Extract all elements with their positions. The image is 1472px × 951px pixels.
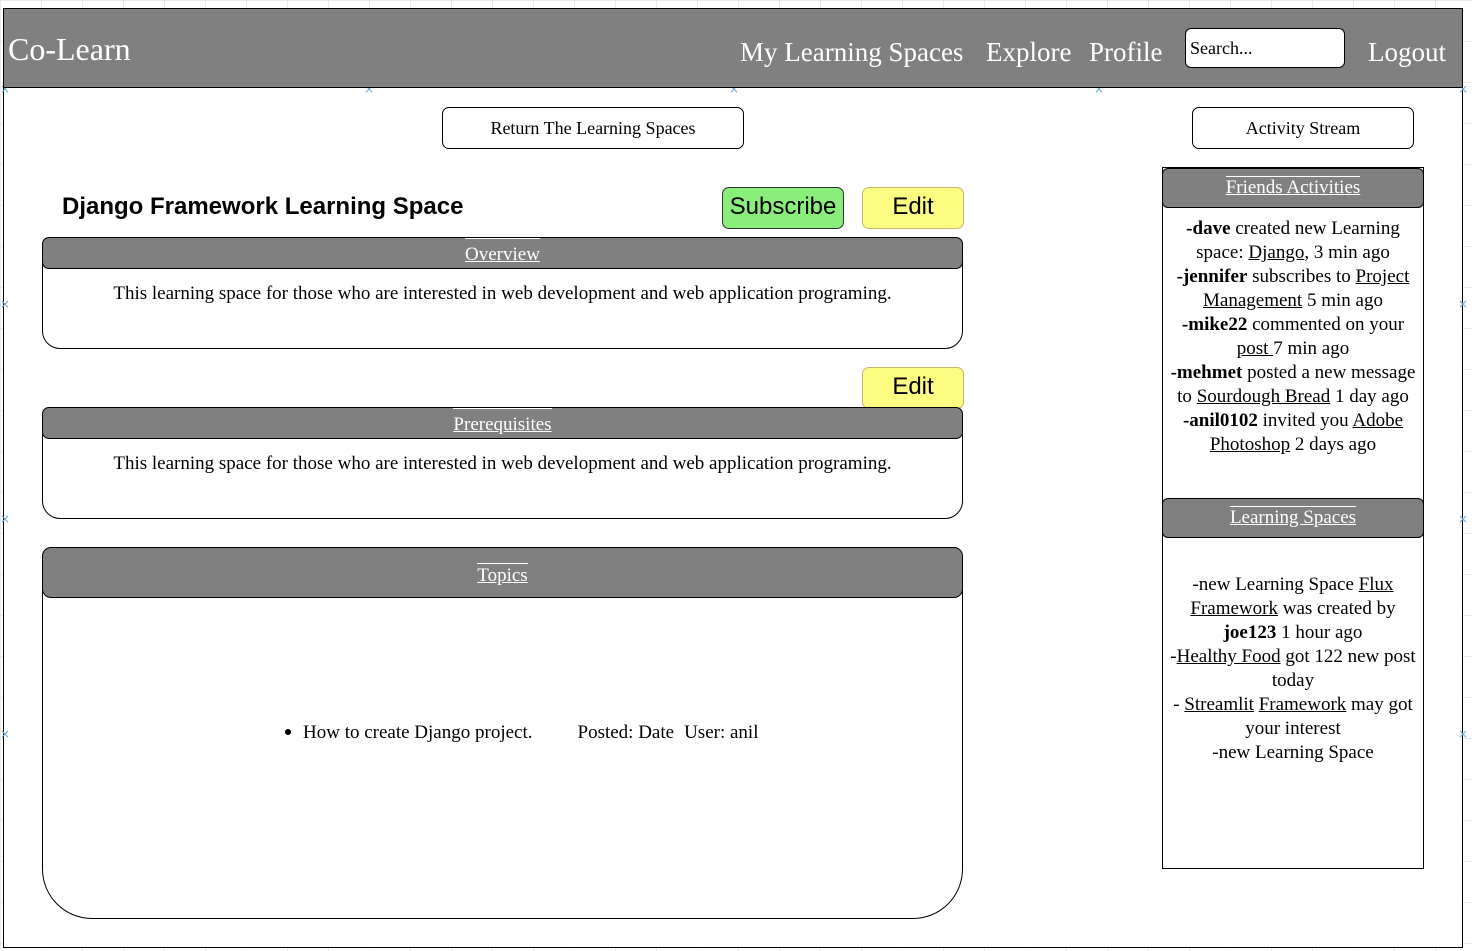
topics-header: Topics <box>42 547 963 598</box>
activity-text: subscribes to <box>1247 266 1356 287</box>
prerequisites-header-label: Prerequisites <box>453 408 552 440</box>
activity-link[interactable]: Adobe Photoshop <box>1209 410 1404 455</box>
activity-time: 5 min ago <box>1302 290 1383 311</box>
return-learning-spaces-button[interactable]: Return The Learning Spaces <box>442 107 744 149</box>
overview-header-label: Overview <box>465 238 540 270</box>
grid-marker: × <box>0 297 11 311</box>
subscribe-button[interactable]: Subscribe <box>722 187 844 229</box>
logout-link[interactable]: Logout <box>1368 37 1446 67</box>
space-activity-user: joe123 <box>1223 622 1277 643</box>
space-link[interactable]: Healthy Food <box>1176 646 1281 667</box>
space-activity-item: -new Learning Space <box>1212 742 1374 763</box>
space-activity-text: -new Learning Space <box>1192 574 1359 595</box>
space-activity-time: 1 hour ago <box>1276 622 1363 643</box>
prerequisites-header: Prerequisites <box>42 407 963 439</box>
activity-time: , 3 min ago <box>1304 242 1390 263</box>
activity-text: created new Learning space: <box>1196 218 1400 263</box>
activity-item: -anil0102 invited you Adobe Photoshop 2 … <box>1164 409 1422 457</box>
friends-activities-label: Friends Activities <box>1225 176 1361 198</box>
space-activity-text: got 122 new post today <box>1271 646 1416 691</box>
grid-marker: × <box>1458 512 1469 526</box>
space-activity-text: was created by <box>1277 598 1396 619</box>
activity-user: -mike22 <box>1181 314 1248 335</box>
edit-prerequisites-button[interactable]: Edit <box>862 367 964 409</box>
friends-activities-header: Friends Activities <box>1162 168 1424 208</box>
learning-spaces-label: Learning Spaces <box>1229 506 1357 528</box>
grid-marker: × <box>729 82 740 96</box>
bullet-icon <box>285 728 291 735</box>
search-input[interactable] <box>1185 28 1345 68</box>
activity-item: -mehmet posted a new message to Sourdoug… <box>1164 361 1422 409</box>
prerequisites-text: This learning space for those who are in… <box>113 453 892 474</box>
space-link[interactable]: Framework <box>1258 694 1347 715</box>
grid-marker: × <box>1458 297 1469 311</box>
grid-marker: × <box>0 512 11 526</box>
activity-time: 2 days ago <box>1290 434 1377 455</box>
overview-text: This learning space for those who are in… <box>113 283 892 304</box>
space-activity-item: -Healthy Food got 122 new post today <box>1164 645 1422 693</box>
activity-text: commented on your <box>1247 314 1405 335</box>
space-activity-text: - <box>1170 646 1177 667</box>
friends-activity-list: -dave created new Learning space: Django… <box>1164 217 1422 457</box>
activity-link[interactable]: post <box>1236 338 1274 359</box>
learning-spaces-header: Learning Spaces <box>1162 498 1424 538</box>
activity-link[interactable]: Django <box>1248 242 1305 263</box>
topics-panel <box>42 585 963 919</box>
activity-user: -dave <box>1186 218 1231 239</box>
topics-header-label: Topics <box>477 563 528 587</box>
top-navbar: Co-Learn My Learning Spaces Explore Prof… <box>3 8 1463 88</box>
space-activity-item: - Streamlit Framework may got your inter… <box>1158 693 1428 741</box>
activity-user: -jennifer <box>1176 266 1248 287</box>
page-title: Django Framework Learning Space <box>62 193 464 220</box>
activity-text: posted a new message to <box>1177 362 1416 407</box>
nav-profile[interactable]: Profile <box>1089 37 1163 67</box>
nav-explore[interactable]: Explore <box>986 37 1072 67</box>
space-link[interactable]: Flux Framework <box>1190 574 1394 619</box>
topic-user: User: anil <box>684 722 759 743</box>
topic-title[interactable]: How to create Django project. <box>303 722 533 743</box>
activity-text: invited you <box>1257 410 1353 431</box>
activity-item: -jennifer subscribes to Project Manageme… <box>1164 265 1422 313</box>
learning-spaces-list: -new Learning Space Flux Framework was c… <box>1164 573 1422 765</box>
prerequisites-panel <box>42 432 963 519</box>
activity-time: 7 min ago <box>1273 338 1350 359</box>
edit-overview-button[interactable]: Edit <box>862 187 964 229</box>
space-link[interactable]: Streamlit <box>1184 694 1254 715</box>
grid-marker: × <box>1094 82 1105 96</box>
space-activity-text: - <box>1173 694 1185 715</box>
brand-logo[interactable]: Co-Learn <box>8 31 131 67</box>
activity-time: 1 day ago <box>1330 386 1409 407</box>
activity-item: -mike22 commented on your post 7 min ago <box>1164 313 1422 361</box>
grid-marker: × <box>364 82 375 96</box>
space-activity-text: may got your interest <box>1245 694 1413 739</box>
overview-header: Overview <box>42 237 963 269</box>
grid-marker: × <box>1458 82 1469 96</box>
grid-marker: × <box>1458 727 1469 741</box>
grid-marker: × <box>0 727 11 741</box>
activity-stream-button[interactable]: Activity Stream <box>1192 107 1414 149</box>
topic-item[interactable]: How to create Django project. Posted: Dat… <box>285 722 758 744</box>
activity-user: -anil0102 <box>1182 410 1258 431</box>
overview-panel <box>42 262 963 349</box>
nav-my-learning-spaces[interactable]: My Learning Spaces <box>740 37 964 67</box>
activity-item: -dave created new Learning space: Django… <box>1164 217 1422 265</box>
activity-user: -mehmet <box>1170 362 1243 383</box>
topic-posted: Posted: Date <box>577 722 675 743</box>
space-activity-item: -new Learning Space Flux Framework was c… <box>1164 573 1422 645</box>
grid-marker: × <box>0 82 11 96</box>
activity-link[interactable]: Project Management <box>1203 266 1410 311</box>
activity-link[interactable]: Sourdough Bread <box>1196 386 1331 407</box>
